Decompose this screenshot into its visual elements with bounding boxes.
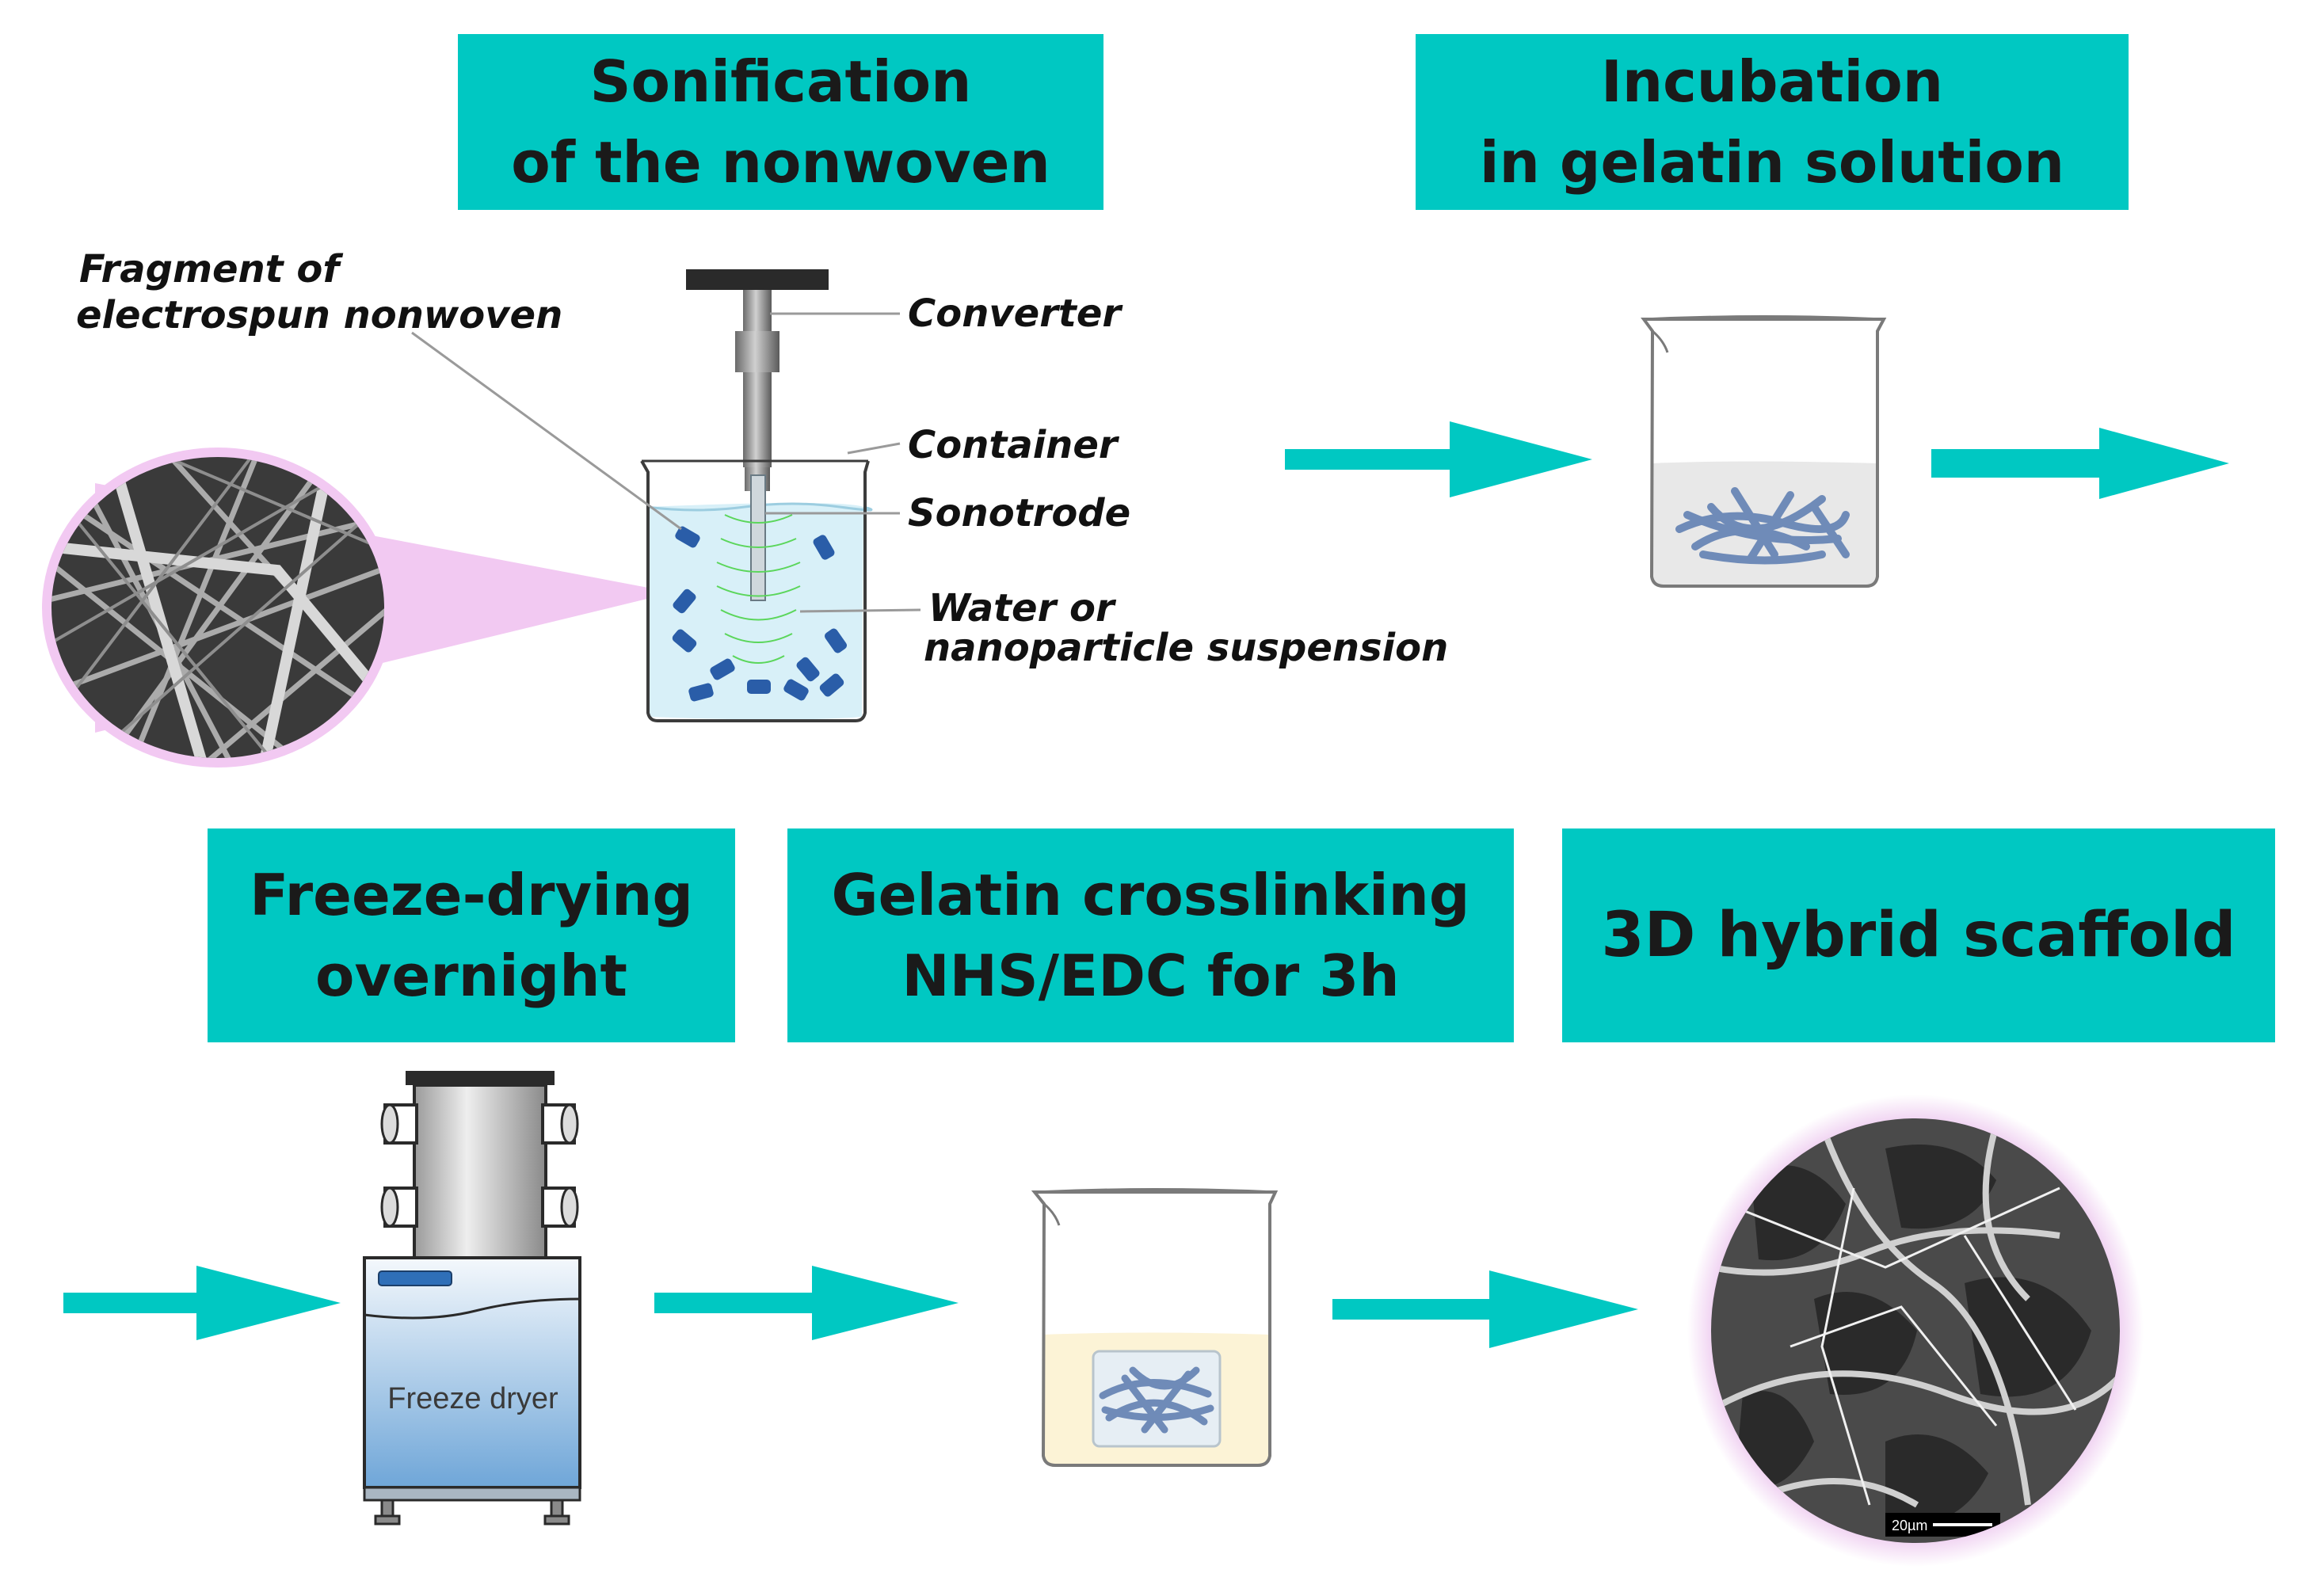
step-sonification-box: Sonification of the nonwoven (458, 34, 1103, 210)
crosslinking-beaker (1031, 1188, 1279, 1467)
step-sonification-line1: Sonification (589, 48, 972, 115)
container-label: Container (908, 423, 1120, 467)
incubation-beaker (1641, 315, 1887, 588)
converter-label: Converter (908, 291, 1123, 336)
sonication-beaker (640, 460, 870, 722)
sem-nonwoven-image (42, 448, 673, 768)
scale-bar-label: 20µm (1892, 1518, 1927, 1533)
scaffold-mold (1092, 1350, 1222, 1448)
fiber-bundle (1675, 487, 1850, 565)
sem-scaffold-image: 20µm (1687, 1095, 2144, 1567)
acoustic-waves (716, 514, 801, 664)
water-label-line2: nanoparticle suspension (924, 626, 1448, 670)
freeze-dryer-body (363, 1256, 581, 1489)
water-label-line1: Water or (928, 586, 1117, 630)
sonicator-labels: Fragment of electrospun nonwoven Convert… (76, 247, 1448, 670)
step-incubation-line2: in gelatin solution (1479, 129, 2065, 196)
arrow-sonication-to-incubation (1285, 421, 1592, 497)
step-incubation-line1: Incubation (1601, 48, 1943, 115)
control-panel (378, 1270, 452, 1286)
fragment-label-line2: electrospun nonwoven (76, 293, 562, 337)
nonwoven-fragments (672, 526, 848, 702)
sonotrode-label: Sonotrode (908, 491, 1130, 535)
process-arrows (63, 421, 2229, 1348)
step-crosslinking-line2: NHS/EDC for 3h (901, 943, 1400, 1009)
fragment-label-line1: Fragment of (79, 247, 343, 291)
step-scaffold-line1: 3D hybrid scaffold (1601, 899, 2236, 971)
arrow-incubation-out (1931, 428, 2229, 499)
step-sonification-line2: of the nonwoven (511, 129, 1050, 196)
arrow-crosslink-to-scaffold (1332, 1270, 1638, 1348)
arrow-freeze-to-crosslink (654, 1266, 959, 1340)
step-incubation-box: Incubation in gelatin solution (1416, 34, 2129, 210)
sonicator-illustration (411, 269, 921, 722)
fiber-bundle-crosslink (1099, 1366, 1214, 1434)
converter-top-plate (686, 269, 829, 290)
step-crosslinking-line1: Gelatin crosslinking (831, 861, 1470, 928)
freeze-dryer-label: Freeze dryer (387, 1382, 558, 1415)
step-freeze-drying-box: Freeze-drying overnight (208, 828, 735, 1042)
step-crosslinking-box: Gelatin crosslinking NHS/EDC for 3h (787, 828, 1514, 1042)
step-freeze-drying-line1: Freeze-drying (250, 861, 693, 928)
freeze-dryer-illustration: Freeze dryer (363, 1071, 581, 1526)
arrow-into-freeze-dryer (63, 1266, 341, 1340)
step-freeze-drying-line2: overnight (315, 943, 627, 1009)
step-scaffold-box: 3D hybrid scaffold (1562, 828, 2275, 1042)
